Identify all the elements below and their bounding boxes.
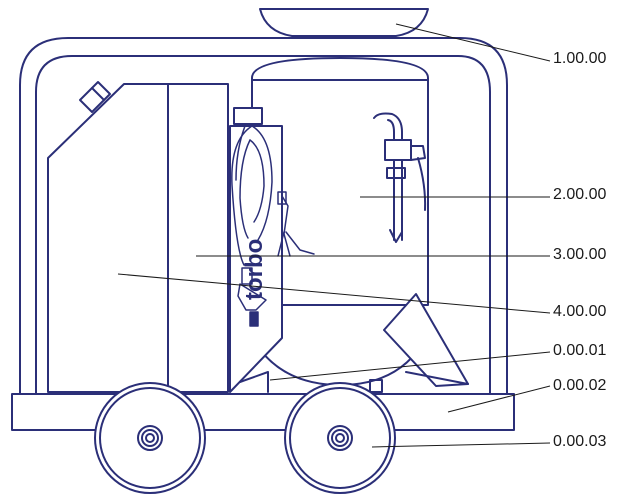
wheel-front [94,382,206,494]
blast-valve [373,112,427,243]
chassis-base [11,393,515,431]
side-panel [229,125,283,393]
leader-line-5 [269,351,551,381]
chute-lip [405,371,469,385]
leader-line-6 [447,385,551,413]
leader-line-7 [371,442,551,448]
panel-top-block [233,107,263,125]
callout-label-chassis: 0.00.02 [553,377,607,394]
callout-label-wheel: 0.00.03 [553,433,607,450]
control-cabinet [47,83,229,393]
hose-coil [231,125,273,266]
hose-connector [277,191,315,257]
frame-inner [35,55,491,396]
callout-label-tank: 2.00.00 [553,186,607,203]
callout-label-side-panel: 3.00.00 [553,246,607,263]
callout-label-cabinet: 4.00.00 [553,303,607,320]
blast-nozzle [237,267,267,327]
drain-fitting [369,379,383,393]
callout-label-tank-base: 0.00.01 [553,342,607,359]
frame-outer [19,37,508,396]
chute [383,293,469,387]
hopper-bowl [259,8,429,37]
tank-foot [239,371,269,393]
brand-text: torbo [241,239,268,300]
cabinet-knob [79,81,111,113]
leader-line-4 [117,273,551,314]
pressure-tank [251,57,429,306]
leader-line-1 [395,23,551,62]
wheel-rear [284,382,396,494]
callout-label-hopper: 1.00.00 [553,50,607,67]
